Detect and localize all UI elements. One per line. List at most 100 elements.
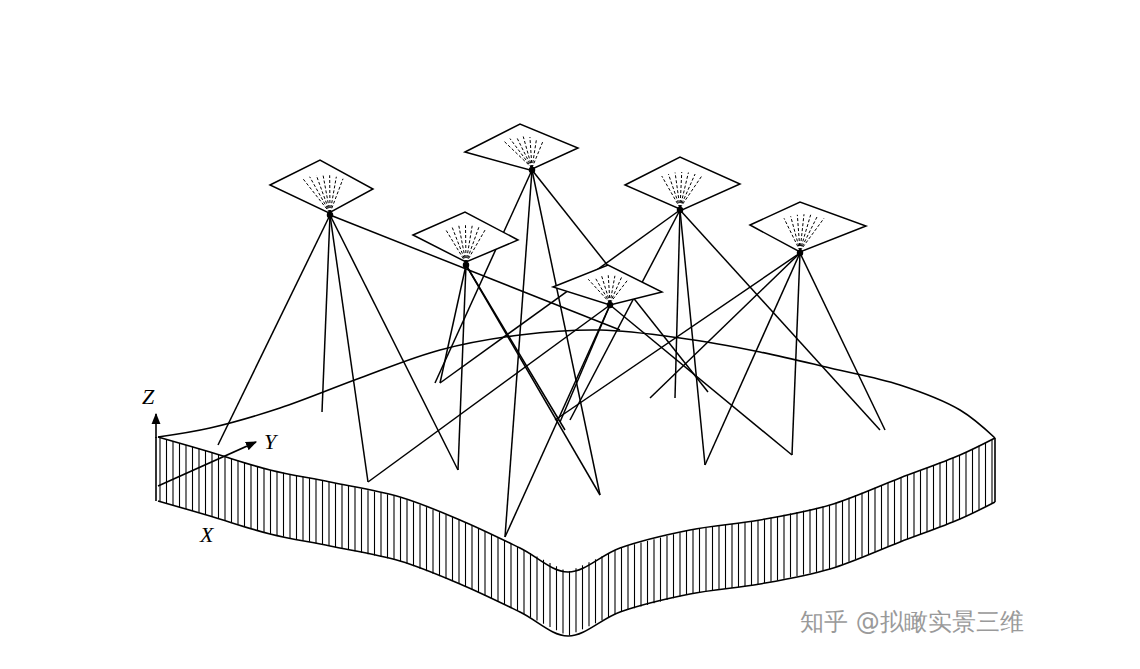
side-hatching — [569, 571, 570, 635]
side-hatching — [809, 509, 810, 573]
side-hatching — [751, 521, 752, 585]
side-hatching — [926, 468, 927, 532]
dashed-ray — [662, 176, 680, 208]
side-hatching — [673, 534, 674, 598]
side-hatching — [835, 503, 836, 567]
dashed-ray — [530, 137, 532, 168]
side-hatching — [419, 505, 420, 569]
side-hatching — [614, 550, 615, 614]
dashed-ray — [610, 276, 615, 303]
view-ray — [570, 210, 680, 420]
side-hatching — [185, 445, 186, 509]
side-hatching — [458, 520, 459, 584]
side-hatching — [959, 455, 960, 519]
dashed-ray — [329, 175, 330, 213]
dashed-ray — [517, 137, 532, 168]
side-hatching — [198, 449, 199, 513]
side-hatching — [543, 560, 544, 624]
side-hatching — [471, 526, 472, 590]
side-hatching — [881, 485, 882, 549]
view-ray — [610, 305, 792, 455]
side-hatching — [946, 460, 947, 524]
side-hatching — [205, 451, 206, 515]
side-hatching — [380, 493, 381, 557]
projection-center — [608, 303, 613, 308]
dashed-ray — [503, 141, 532, 169]
side-hatching — [159, 438, 160, 502]
side-hatching — [335, 483, 336, 547]
side-hatching — [263, 468, 264, 532]
side-hatching — [588, 562, 589, 626]
dashed-ray — [800, 216, 817, 251]
side-hatching — [192, 447, 193, 511]
image-plane — [553, 265, 662, 305]
side-hatching — [582, 565, 583, 629]
side-hatching — [894, 480, 895, 544]
side-hatching — [991, 439, 992, 503]
dashed-ray — [532, 141, 543, 169]
side-hatching — [933, 465, 934, 529]
side-hatching — [302, 477, 303, 541]
dashed-ray — [330, 177, 336, 213]
image-plane — [625, 157, 740, 210]
side-hatching — [270, 470, 271, 534]
side-hatching — [478, 529, 479, 593]
side-hatching — [504, 541, 505, 605]
side-hatching — [341, 485, 342, 549]
side-hatching — [952, 458, 953, 522]
side-hatching — [257, 466, 258, 530]
dashed-ray — [680, 174, 695, 208]
side-hatching — [523, 550, 524, 614]
side-hatching — [978, 446, 979, 510]
side-hatching — [627, 546, 628, 610]
side-hatching — [562, 570, 563, 634]
projection-center — [464, 263, 469, 268]
side-hatching — [731, 524, 732, 588]
side-hatching — [361, 489, 362, 553]
side-hatching — [575, 568, 576, 632]
side-hatching — [309, 478, 310, 542]
side-hatching — [601, 556, 602, 620]
side-hatching — [328, 482, 329, 546]
side-hatching — [725, 525, 726, 589]
side-hatching — [367, 490, 368, 554]
dashed-ray — [466, 227, 479, 263]
side-hatching — [517, 547, 518, 611]
view-ray — [650, 253, 800, 398]
dashed-ray — [510, 139, 532, 169]
side-hatching — [738, 523, 739, 587]
side-hatching — [530, 553, 531, 617]
side-hatching — [640, 543, 641, 607]
side-hatching — [861, 493, 862, 557]
side-hatching — [322, 481, 323, 545]
side-hatching — [972, 449, 973, 513]
side-hatching — [848, 498, 849, 562]
side-hatching — [660, 538, 661, 602]
dashed-ray — [797, 215, 800, 251]
camera-frame — [413, 212, 518, 268]
projection-center — [678, 208, 683, 213]
side-hatching — [965, 452, 966, 516]
side-hatching — [276, 471, 277, 535]
camera-frame — [750, 202, 866, 256]
dashed-ray — [675, 173, 680, 208]
image-plane — [465, 124, 578, 170]
side-hatching — [874, 488, 875, 552]
projection-center — [328, 213, 333, 218]
view-ray — [218, 215, 330, 445]
side-hatching — [283, 473, 284, 537]
side-hatching — [920, 470, 921, 534]
block-corner — [994, 438, 996, 502]
side-hatching — [595, 559, 596, 623]
camera-frame — [625, 157, 740, 213]
view-ray — [322, 215, 330, 412]
side-hatching — [445, 515, 446, 579]
side-hatching — [289, 474, 290, 538]
side-hatching — [822, 507, 823, 571]
camera-rays — [218, 170, 885, 537]
side-hatching — [315, 479, 316, 543]
side-hatching — [556, 566, 557, 630]
camera-frames — [270, 124, 866, 308]
side-hatching — [465, 523, 466, 587]
